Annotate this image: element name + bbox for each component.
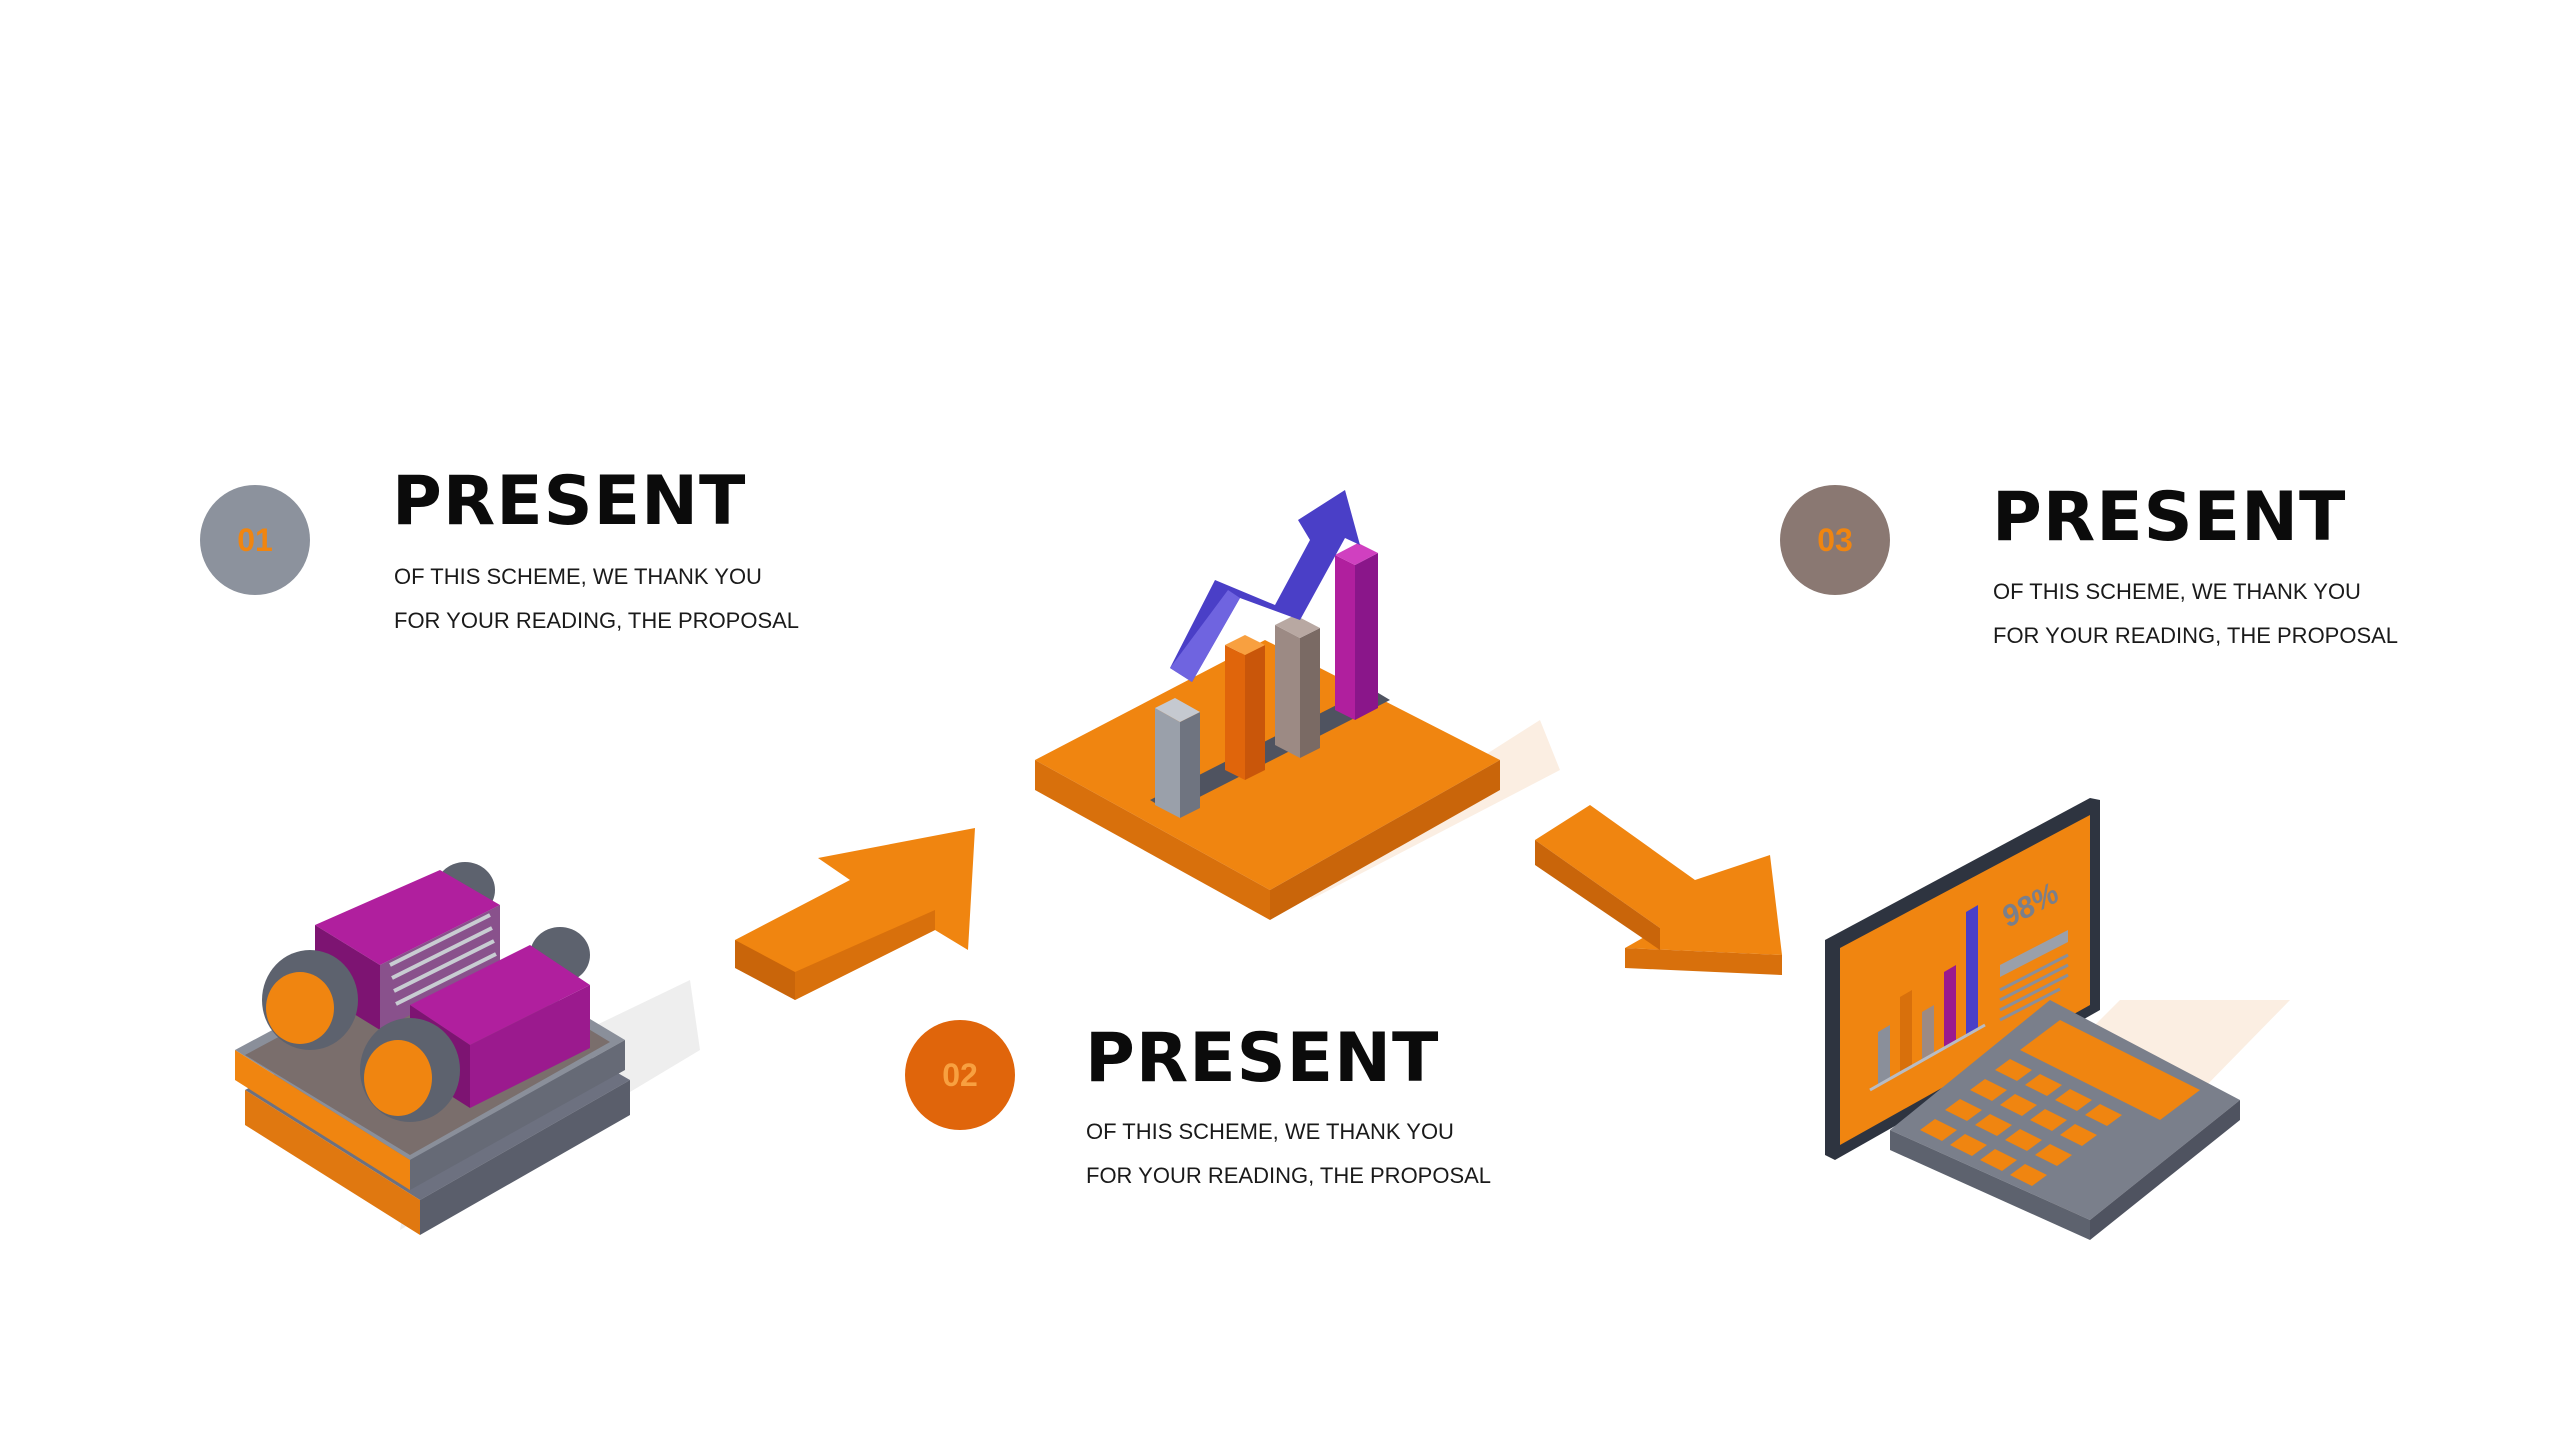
step-3-line-1: OF THIS SCHEME, WE THANK YOU [1993,579,2361,604]
step-2-title: PRESENT [1085,1019,1440,1098]
step-2-description: OF THIS SCHEME, WE THANK YOU FOR YOUR RE… [1086,1110,1491,1198]
platform-top [1035,640,1500,890]
arrow-up-right-icon [735,828,975,1000]
growth-chart-platform-icon [1035,490,1560,920]
step-1-number-badge: 01 [200,485,310,595]
monitor-calculator-icon: 98% [1825,798,2290,1240]
arrow-down-right-icon [1535,805,1782,975]
step-2-line-2: FOR YOUR READING, THE PROPOSAL [1086,1163,1492,1188]
calculator-display [2020,1020,2200,1120]
binoculars-on-books-icon [235,862,700,1235]
step-3-number: 03 [1817,521,1853,558]
step-1-title: PRESENT [392,462,747,541]
step-1-number: 01 [237,521,273,558]
step-2-number-badge: 02 [905,1020,1015,1130]
step-1-line-2: FOR YOUR READING, THE PROPOSAL [394,608,800,633]
binoculars-right-top [410,945,590,1045]
calculator-body [1890,1000,2240,1220]
step-1-description: OF THIS SCHEME, WE THANK YOU FOR YOUR RE… [394,555,799,643]
step-2-line-1: OF THIS SCHEME, WE THANK YOU [1086,1119,1454,1144]
calculator-keys [1920,1059,2122,1186]
step-3-number-badge: 03 [1780,485,1890,595]
step-2-number: 02 [942,1056,978,1093]
step-1-line-1: OF THIS SCHEME, WE THANK YOU [394,564,762,589]
binoculars-left-top [315,870,500,965]
step-3-description: OF THIS SCHEME, WE THANK YOU FOR YOUR RE… [1993,570,2398,658]
step-3-title: PRESENT [1992,478,2347,557]
step-3-line-2: FOR YOUR READING, THE PROPOSAL [1993,623,2399,648]
